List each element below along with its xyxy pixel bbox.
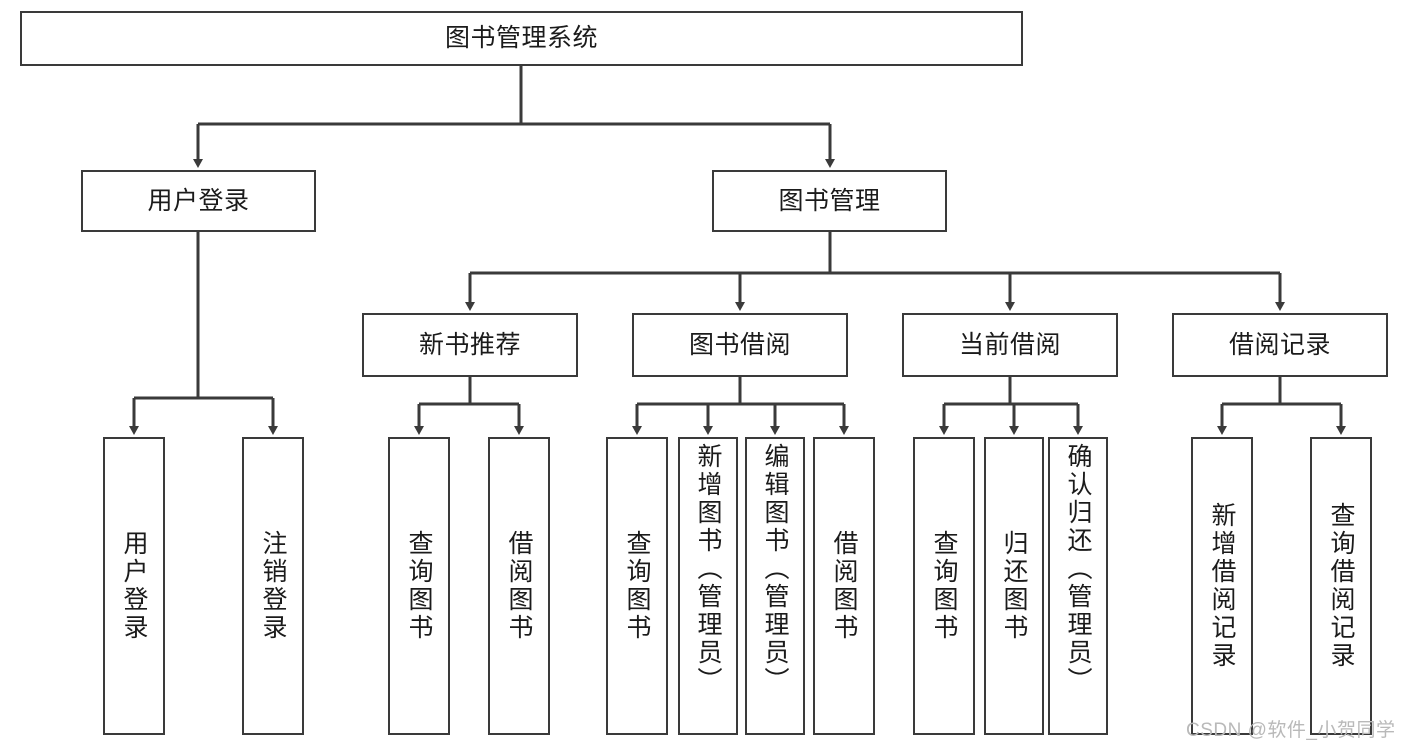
leaf-borrow-edit-book[interactable]: 编辑图书（管理员） — [745, 437, 805, 735]
leaf-record-query[interactable]: 查询借阅记录 — [1310, 437, 1372, 735]
leaf-user-login[interactable]: 用户登录 — [103, 437, 165, 735]
node-book-borrow-label: 图书借阅 — [688, 330, 791, 359]
node-new-book-rec-label: 新书推荐 — [418, 330, 521, 359]
leaf-current-return-book-label: 归还图书 — [1000, 530, 1028, 642]
leaf-current-query-book[interactable]: 查询图书 — [913, 437, 975, 735]
leaf-current-confirm-return[interactable]: 确认归还（管理员） — [1048, 437, 1108, 735]
leaf-current-query-book-label: 查询图书 — [930, 530, 958, 642]
leaf-borrow-query-book-label: 查询图书 — [623, 530, 651, 642]
leaf-borrow-query-book[interactable]: 查询图书 — [606, 437, 668, 735]
leaf-user-logout-label: 注销登录 — [259, 530, 287, 642]
node-borrow-record-label: 借阅记录 — [1228, 330, 1331, 359]
leaf-borrow-add-book[interactable]: 新增图书（管理员） — [678, 437, 738, 735]
leaf-record-query-label: 查询借阅记录 — [1327, 502, 1355, 670]
node-book-manage-label: 图书管理 — [778, 186, 881, 215]
leaf-record-add[interactable]: 新增借阅记录 — [1191, 437, 1253, 735]
node-book-borrow[interactable]: 图书借阅 — [632, 313, 848, 377]
node-user-login[interactable]: 用户登录 — [81, 170, 316, 232]
leaf-current-return-book[interactable]: 归还图书 — [984, 437, 1044, 735]
node-user-login-label: 用户登录 — [147, 186, 250, 215]
leaf-user-logout[interactable]: 注销登录 — [242, 437, 304, 735]
node-book-manage[interactable]: 图书管理 — [712, 170, 947, 232]
leaf-borrow-borrow-book-label: 借阅图书 — [830, 530, 858, 642]
leaf-borrow-add-book-label: 新增图书（管理员） — [694, 443, 722, 695]
node-root-label: 图书管理系统 — [444, 24, 598, 52]
leaf-user-login-label: 用户登录 — [120, 530, 148, 642]
node-current-borrow[interactable]: 当前借阅 — [902, 313, 1118, 377]
watermark-text: CSDN @软件_小贺同学 — [1186, 720, 1396, 741]
node-borrow-record[interactable]: 借阅记录 — [1172, 313, 1388, 377]
leaf-current-confirm-return-label: 确认归还（管理员） — [1064, 443, 1092, 695]
leaf-rec-query-book-label: 查询图书 — [405, 530, 433, 642]
node-new-book-rec[interactable]: 新书推荐 — [362, 313, 578, 377]
leaf-record-add-label: 新增借阅记录 — [1208, 502, 1236, 670]
node-root[interactable]: 图书管理系统 — [20, 11, 1023, 66]
leaf-rec-borrow-book[interactable]: 借阅图书 — [488, 437, 550, 735]
leaf-borrow-edit-book-label: 编辑图书（管理员） — [761, 443, 789, 695]
leaf-borrow-borrow-book[interactable]: 借阅图书 — [813, 437, 875, 735]
node-current-borrow-label: 当前借阅 — [958, 330, 1061, 359]
leaf-rec-borrow-book-label: 借阅图书 — [505, 530, 533, 642]
leaf-rec-query-book[interactable]: 查询图书 — [388, 437, 450, 735]
